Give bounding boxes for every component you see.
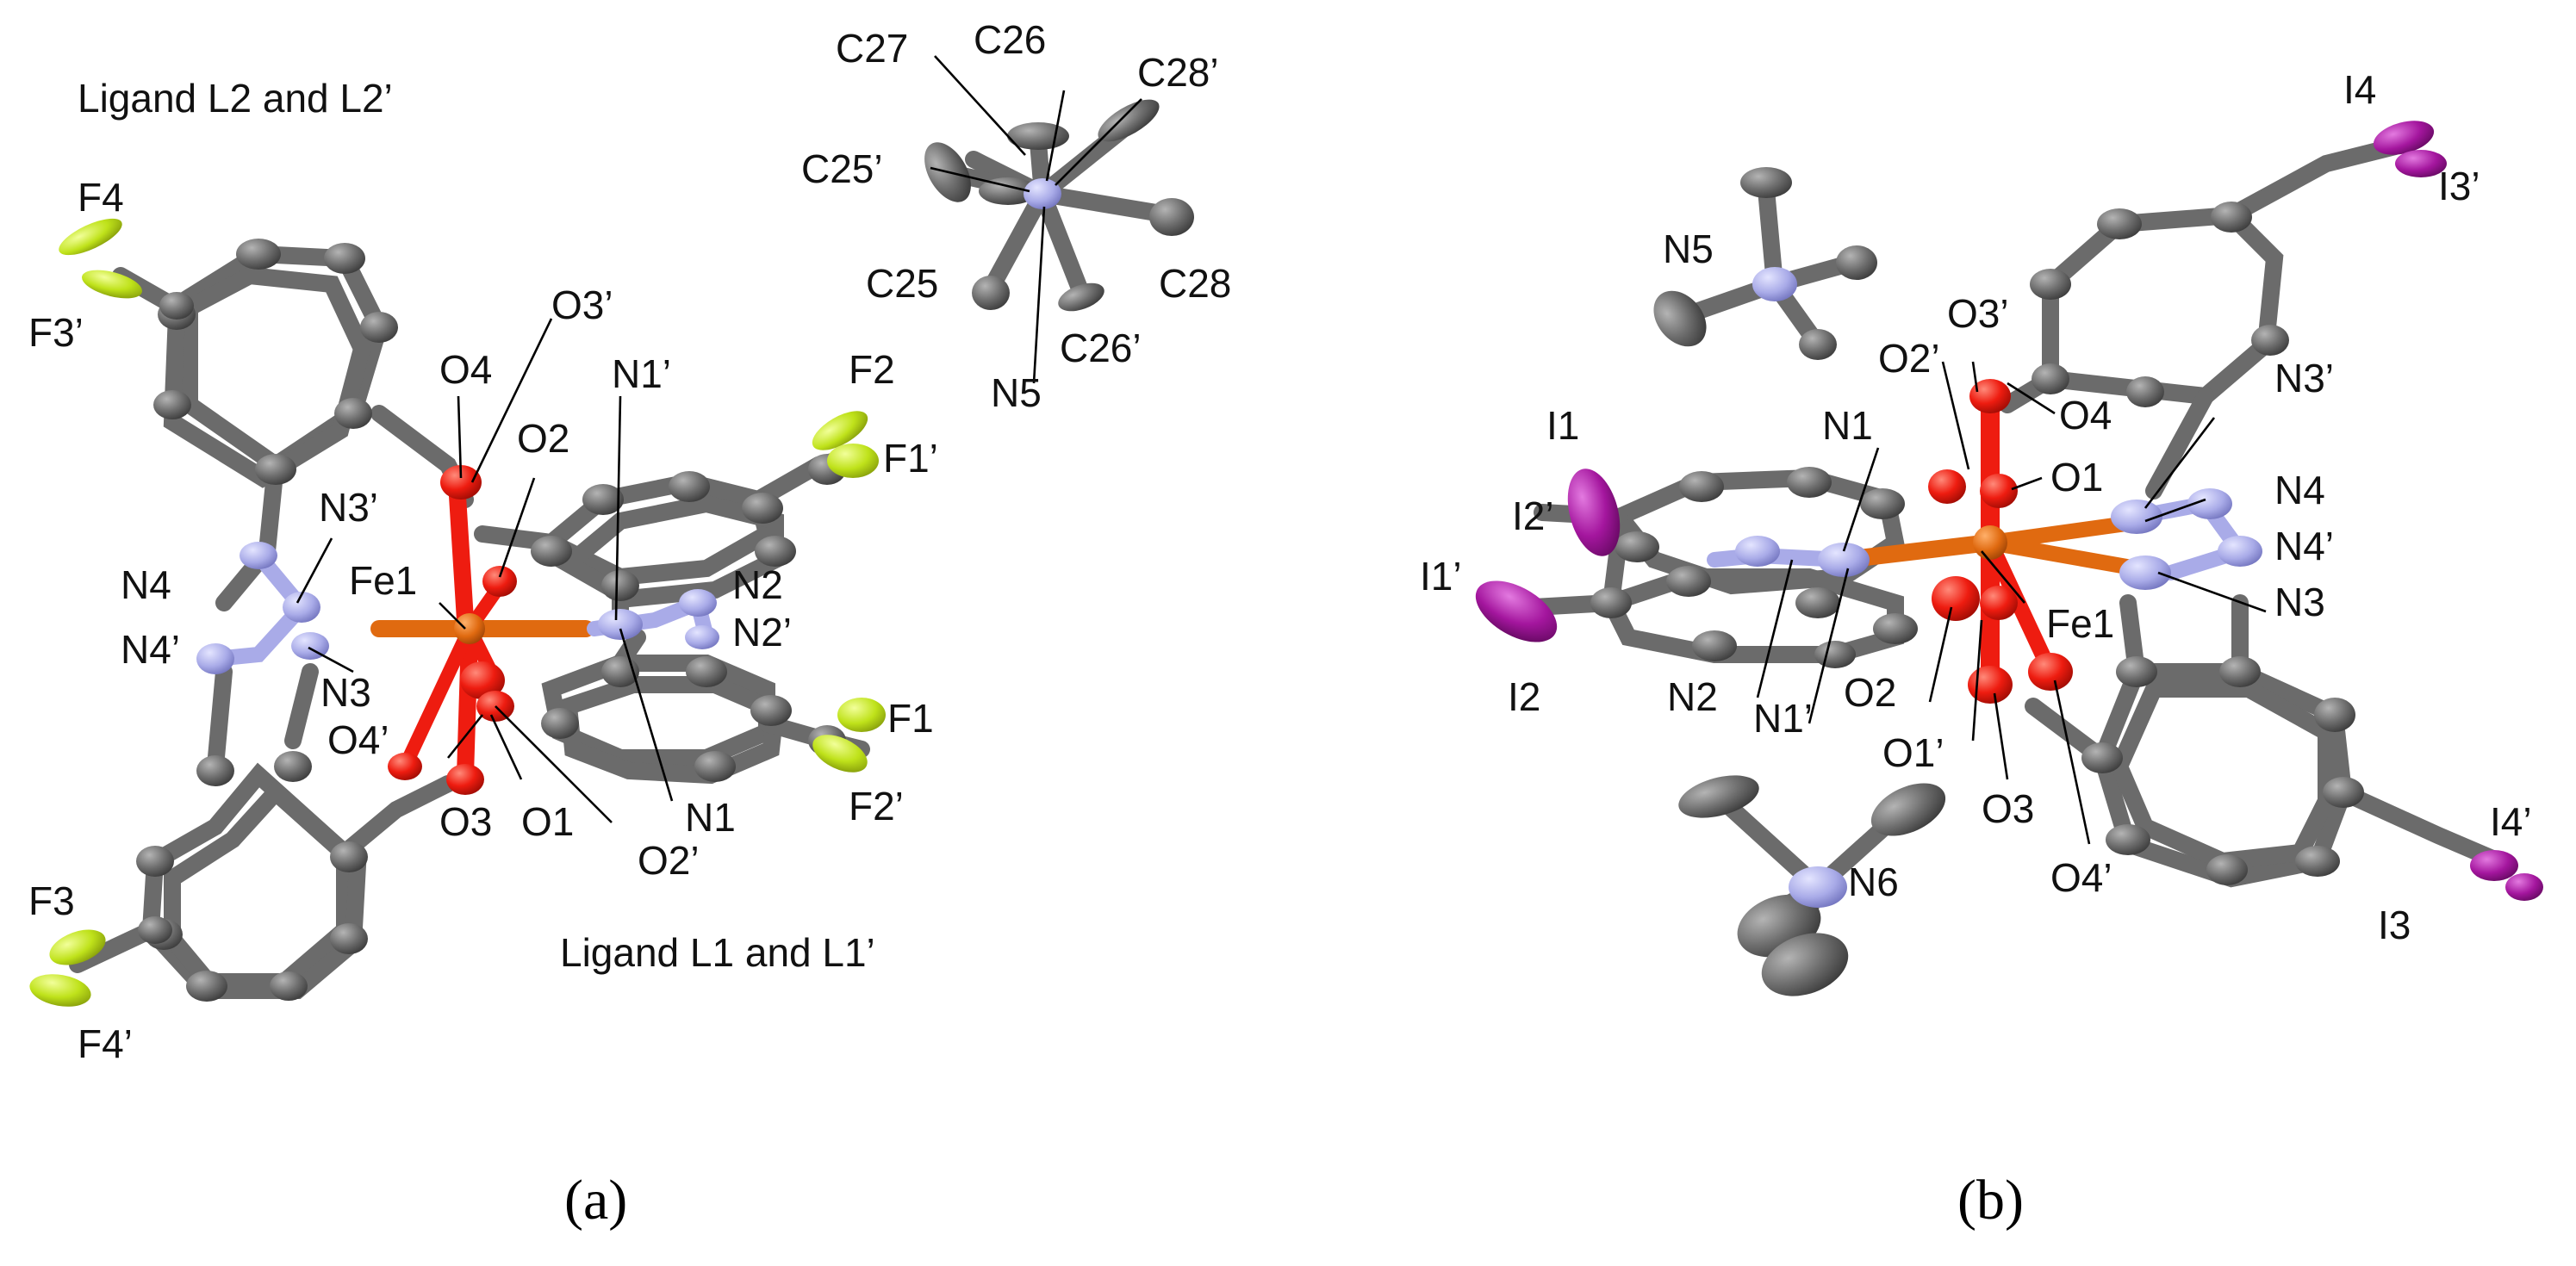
label-n1p-b: N1’ [1753, 696, 1813, 741]
nitrogen-atoms-b [1735, 488, 2262, 590]
label-o3-b: O3 [1982, 786, 2034, 831]
label-c25p: C25’ [801, 146, 883, 191]
right-upper-ring [474, 448, 862, 629]
label-c26: C26 [974, 17, 1046, 62]
label-n3: N3 [320, 670, 371, 715]
label-f2p: F2’ [849, 784, 904, 828]
label-f4p: F4’ [78, 1021, 133, 1066]
fluorine-atoms [29, 218, 886, 1007]
label-n4p: N4’ [121, 627, 180, 672]
label-fe1-a: Fe1 [349, 558, 417, 603]
label-f2: F2 [849, 347, 895, 392]
title-ligand-l2: Ligand L2 and L2’ [78, 76, 393, 121]
label-c26p: C26’ [1060, 326, 1142, 370]
label-o4p: O4’ [327, 717, 389, 762]
label-f1: F1 [887, 696, 934, 741]
carbon-atoms [136, 239, 846, 1002]
caption-a: (a) [564, 1169, 627, 1232]
label-i3: I3 [2378, 903, 2411, 947]
iodine-atoms-b [1475, 121, 2543, 901]
label-n2-b: N2 [1667, 674, 1718, 719]
atom-labels-b: I4 I3’ N5 O3’ O2’ O4 I1 N1 N3’ O1 N4 I2’… [1420, 67, 2532, 947]
label-f3: F3 [28, 878, 75, 923]
label-n4-b: N4 [2274, 468, 2325, 512]
label-o3p: O3’ [551, 282, 613, 327]
label-o2: O2 [517, 416, 569, 461]
label-o2-b: O2 [1844, 670, 1896, 715]
label-c28: C28 [1159, 261, 1231, 306]
label-o4: O4 [439, 347, 492, 392]
label-n5-a: N5 [991, 370, 1042, 415]
cation-n5-panel-a [924, 99, 1194, 312]
label-f1p: F1’ [883, 436, 938, 481]
label-i2: I2 [1508, 674, 1540, 719]
label-n2: N2 [732, 562, 783, 607]
label-n1p: N1’ [612, 351, 671, 396]
label-o3p-b: O3’ [1947, 291, 2009, 336]
label-o1p-b: O1’ [1882, 730, 1944, 775]
label-o4-b: O4 [2059, 393, 2112, 438]
oxygen-atoms [388, 465, 517, 795]
label-n5-b: N5 [1663, 227, 1714, 271]
label-i4p: I4’ [2490, 799, 2532, 844]
label-n3-b: N3 [2274, 580, 2325, 624]
label-n3p: N3’ [319, 485, 378, 530]
label-i2p: I2’ [1512, 493, 1554, 538]
title-ligand-l1: Ligand L1 and L1’ [560, 930, 875, 975]
panel-b: I4 I3’ N5 O3’ O2’ O4 I1 N1 N3’ O1 N4 I2’… [1420, 67, 2543, 1232]
label-c25: C25 [866, 261, 938, 306]
label-n4p-b: N4’ [2274, 524, 2334, 568]
leader-lines-b [1756, 361, 2267, 845]
label-i3p: I3’ [2438, 164, 2480, 208]
label-i1: I1 [1546, 403, 1579, 448]
label-c27: C27 [836, 26, 908, 71]
label-i1p: I1’ [1420, 554, 1462, 599]
leader-lines-a [296, 55, 1142, 823]
label-c28p: C28’ [1137, 50, 1219, 95]
label-o1-b: O1 [2050, 455, 2103, 500]
label-n2p: N2’ [732, 610, 792, 655]
label-o4p-b: O4’ [2050, 855, 2112, 900]
caption-b: (b) [1957, 1169, 2024, 1232]
iron-atom-b [1973, 525, 2007, 560]
carbon-atoms-b [1590, 202, 2364, 885]
label-f4: F4 [78, 175, 124, 220]
label-fe1-b: Fe1 [2046, 601, 2114, 646]
label-n6: N6 [1848, 860, 1899, 904]
iron-atom [454, 613, 485, 644]
nitrogen-atoms [196, 542, 719, 674]
upper-right-ring-b [1999, 138, 2404, 500]
cation-n5-panel-b [1653, 167, 1877, 360]
label-n3p-b: N3’ [2274, 356, 2334, 400]
label-o3: O3 [439, 799, 492, 844]
label-n1: N1 [685, 795, 736, 840]
label-n1-b: N1 [1822, 403, 1873, 448]
label-o2p: O2’ [638, 838, 700, 883]
panel-a: Ligand L2 and L2’ Ligand L1 and L1’ C27 … [28, 17, 1231, 1232]
cation-n6-panel-b [1678, 775, 1946, 996]
lower-aryl-ring [69, 663, 457, 999]
label-f3p: F3’ [28, 310, 84, 355]
label-n4: N4 [121, 562, 171, 607]
atom-labels-a: Ligand L2 and L2’ Ligand L1 and L1’ C27 … [28, 17, 1231, 1066]
oxygen-atoms-b [1928, 379, 2073, 704]
label-i4: I4 [2343, 67, 2376, 112]
label-o2p-b: O2’ [1878, 336, 1940, 381]
label-o1: O1 [521, 799, 574, 844]
